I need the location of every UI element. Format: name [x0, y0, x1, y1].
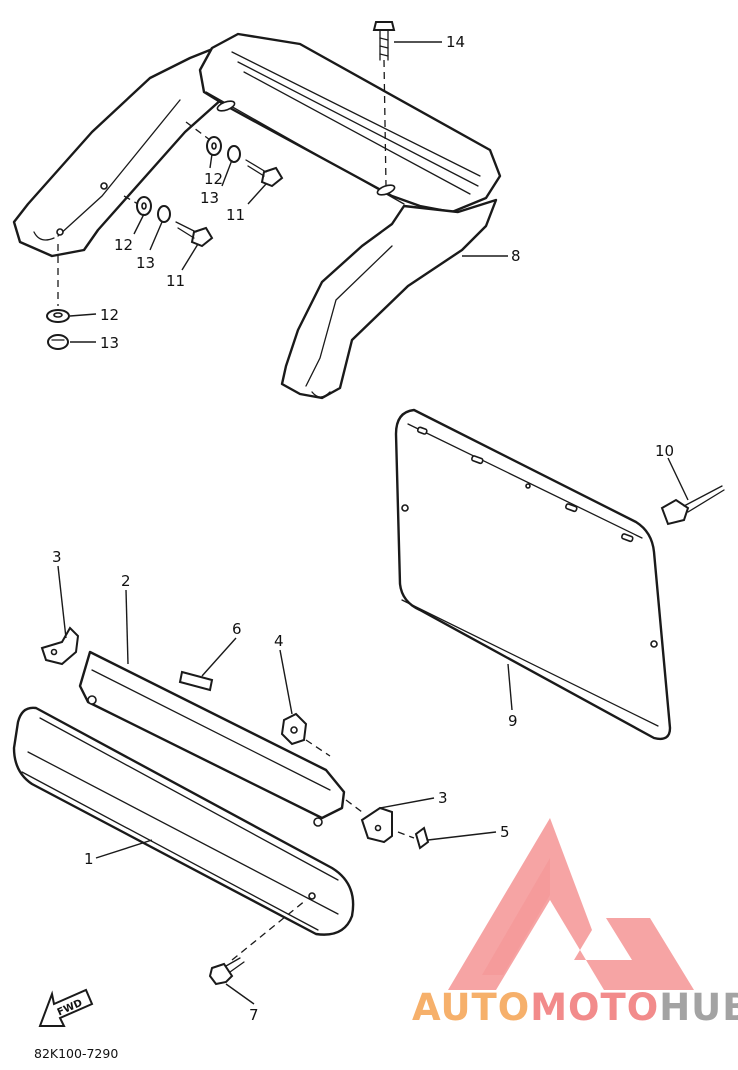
callout-13-middle: 13: [136, 254, 155, 272]
callout-1: 1: [84, 850, 94, 868]
part-14-bolt: [372, 21, 396, 61]
part-6-label: [178, 670, 214, 692]
leader-lines: [57, 41, 689, 1005]
callout-numbers: 14 8 10 9 2 3 6 4 3 5 1 7 12 13 11 12 13…: [52, 33, 674, 1024]
part-2-stay-plate: [78, 650, 346, 827]
part-3-bracket-right: [360, 806, 393, 844]
callout-3-right: 3: [438, 789, 448, 807]
callout-2: 2: [121, 572, 131, 590]
callout-14: 14: [446, 33, 465, 51]
assembly-lines: [57, 59, 415, 961]
callout-11-middle: 11: [166, 272, 185, 290]
callout-12-lower: 12: [100, 306, 119, 324]
watermark-logo-inner: [482, 858, 550, 975]
part-10-clip: [660, 485, 725, 526]
callout-9: 9: [508, 712, 518, 730]
diagram-code: 82K100-7290: [34, 1046, 118, 1061]
fwd-arrow: FWD: [38, 988, 94, 1027]
part-3-bracket-left: [40, 626, 80, 666]
part-9-plate: [394, 408, 672, 741]
hardware-set-upper: [206, 136, 284, 188]
part-8-rear-carrier: [12, 32, 502, 400]
callout-10: 10: [655, 442, 674, 460]
part-1-bumper: [12, 706, 355, 936]
callout-6: 6: [232, 620, 242, 638]
watermark-logo: AUTOMOTOHUB: [412, 818, 738, 1029]
callout-7: 7: [249, 1006, 259, 1024]
watermark-logo-triangle: [448, 818, 694, 990]
callout-12-upper: 12: [204, 170, 223, 188]
watermark-moto: MOTO: [530, 986, 659, 1029]
hardware-set-middle: [136, 196, 214, 248]
callout-13-lower: 13: [100, 334, 119, 352]
callout-13-upper: 13: [200, 189, 219, 207]
watermark-hub: HUB: [659, 986, 738, 1029]
part-7-bolt: [208, 957, 245, 986]
callout-4: 4: [274, 632, 284, 650]
callout-12-middle: 12: [114, 236, 133, 254]
part-5-spring-nut: [414, 826, 430, 850]
hardware-set-lower: [46, 309, 70, 350]
svg-text:AUTOMOTOHUB: AUTOMOTOHUB: [412, 986, 738, 1029]
callout-11-upper: 11: [226, 206, 245, 224]
watermark-auto: AUTO: [412, 986, 530, 1029]
callout-8: 8: [511, 247, 521, 265]
part-4-nut-clip: [280, 712, 308, 746]
callout-3-left: 3: [52, 548, 62, 566]
callout-5: 5: [500, 823, 510, 841]
